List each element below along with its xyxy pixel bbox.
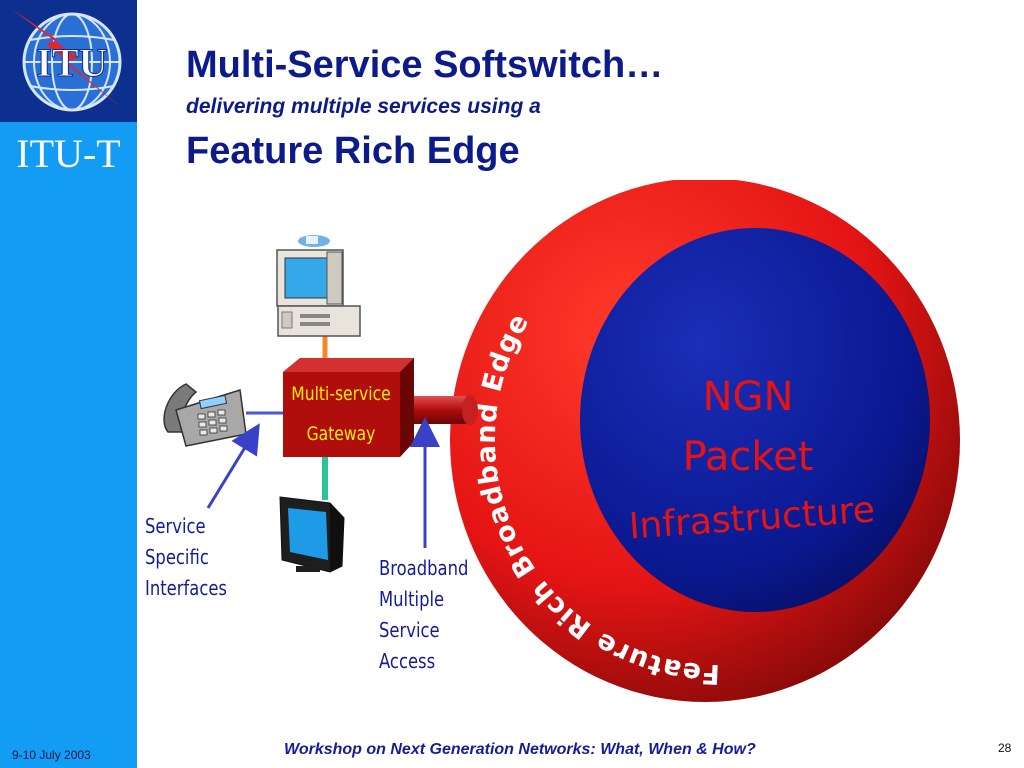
footer-date: 9-10 July 2003	[12, 748, 91, 762]
gateway-label-line2: Gateway	[307, 424, 376, 446]
title-line-1: Multi-Service Softswitch…	[186, 44, 664, 86]
brand-label: ITU-T	[16, 131, 121, 176]
ngn-core	[580, 228, 930, 612]
diagram-canvas: Feature Rich Broadband Edge NGN Packet I…	[163, 180, 960, 702]
network-diagram: Feature Rich Broadband Edge NGN Packet I…	[137, 180, 1024, 720]
gateway-box	[283, 372, 400, 457]
label-broadband-multiple-service-access: Broadband Multiple Service Access	[379, 556, 469, 673]
telephone-icon	[163, 383, 247, 447]
sidebar: ITU ITU-T 9-10 July 2003	[0, 0, 137, 768]
television-icon	[279, 496, 345, 573]
core-label-packet: Packet	[683, 434, 814, 480]
gateway-label-line1: Multi-service	[291, 384, 390, 406]
gateway-box-top	[283, 358, 414, 372]
footer-title: Workshop on Next Generation Networks: Wh…	[284, 741, 756, 758]
arrow-service-interfaces	[206, 423, 260, 509]
logo-text: ITU	[36, 40, 107, 85]
core-label-ngn: NGN	[703, 374, 794, 420]
globe-icon: ITU	[10, 8, 122, 112]
computer-icon	[276, 235, 361, 337]
page-number: 28	[998, 741, 1012, 755]
title-line-3: Feature Rich Edge	[186, 130, 520, 172]
label-service-specific-interfaces: Service Specific Interfaces	[145, 514, 227, 600]
title-line-2: delivering multiple services using a	[186, 95, 541, 118]
itu-logo: ITU	[0, 0, 137, 122]
pipe-end	[462, 395, 478, 425]
